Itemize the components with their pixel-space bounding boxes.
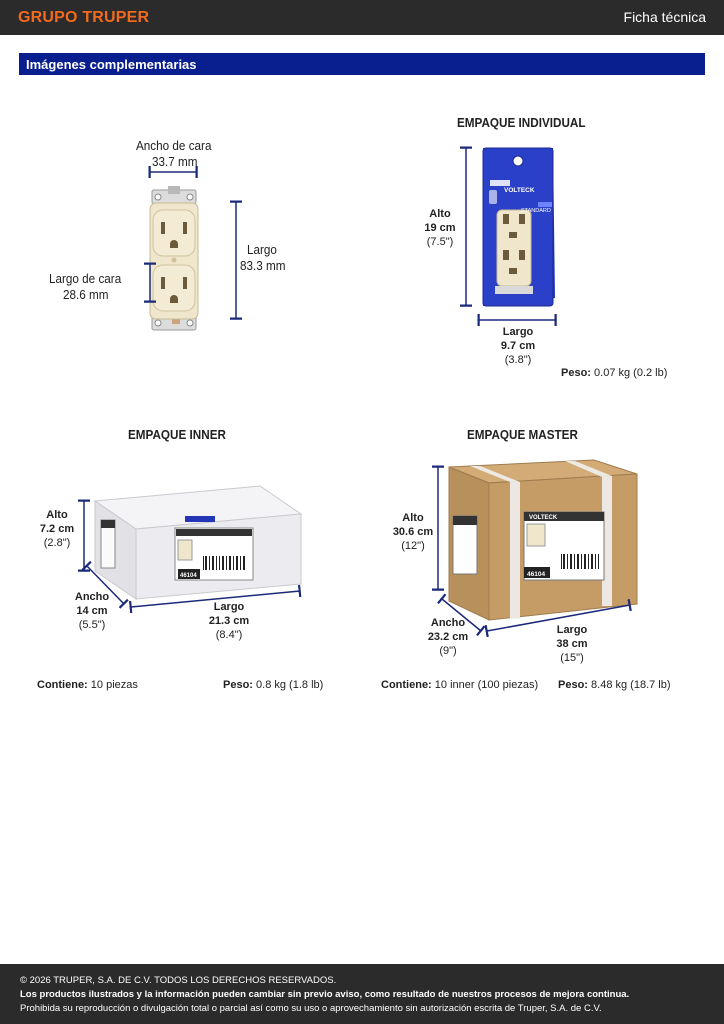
individual-height-label: Alto [429, 208, 451, 220]
individual-height-in: (7.5") [426, 236, 454, 248]
master-weight-value: 8.48 kg (18.7 lb) [591, 679, 671, 691]
master-contents: Contiene: 10 inner (100 piezas) [381, 679, 538, 691]
inner-length-in: (8.4") [215, 629, 243, 641]
master-height-in: (12") [401, 540, 425, 552]
inner-contents-value: 10 piezas [90, 679, 138, 691]
inner-height-in: (2.8") [43, 537, 71, 549]
inner-contents: Contiene: 10 piezas [37, 679, 138, 691]
duplex-outlet-image [149, 186, 199, 331]
master-length-cm: 38 cm [556, 638, 588, 650]
pack-brand-text: VOLTECK [504, 187, 535, 194]
master-box-image [448, 459, 638, 621]
master-length-in: (15") [560, 652, 584, 664]
inner-contents-label: Contiene: [37, 679, 88, 691]
inner-width-in: (5.5") [78, 619, 106, 631]
individual-package-title: EMPAQUE INDIVIDUAL [457, 115, 586, 130]
inner-box-image [93, 485, 303, 600]
section-header: Imágenes complementarias [19, 53, 705, 75]
master-height-dimension: Alto 30.6 cm (12") [392, 511, 434, 553]
master-length-label: Largo [556, 624, 588, 636]
face-width-label: Ancho de cara [136, 138, 212, 153]
individual-weight-label: Peso: [561, 367, 591, 379]
inner-width-label: Ancho [74, 591, 110, 603]
inner-package-title: EMPAQUE INNER [128, 427, 226, 442]
master-weight-label: Peso: [558, 679, 588, 691]
individual-package-image [482, 147, 555, 307]
section-title: Imágenes complementarias [26, 57, 197, 72]
inner-weight: Peso: 0.8 kg (1.8 lb) [223, 679, 323, 691]
pack-tag-text: STANDARD [521, 208, 551, 214]
master-box-brand: VOLTECK [529, 515, 558, 521]
footer-notice: Los productos ilustrados y la informació… [20, 989, 630, 1000]
inner-weight-value: 0.8 kg (1.8 lb) [256, 679, 324, 691]
length-value: 83.3 mm [240, 258, 286, 273]
face-length-label: Largo de cara [49, 271, 122, 286]
individual-height-cm: 19 cm [424, 222, 456, 234]
master-width-cm: 23.2 cm [427, 631, 469, 643]
inner-width-line [81, 560, 129, 609]
master-contents-value: 10 inner (100 piezas) [434, 679, 539, 691]
master-width-line [437, 593, 486, 637]
individual-weight-value: 0.07 kg (0.2 lb) [594, 367, 668, 379]
individual-length-in: (3.8") [504, 354, 532, 366]
face-length-value: 28.6 mm [63, 287, 109, 302]
master-contents-label: Contiene: [381, 679, 432, 691]
inner-length-dimension: Largo 21.3 cm (8.4") [206, 600, 252, 642]
master-length-line [484, 598, 632, 638]
individual-length-dimension: Largo 9.7 cm (3.8") [496, 325, 540, 367]
master-height-cm: 30.6 cm [392, 526, 434, 538]
individual-length-cm: 9.7 cm [500, 340, 536, 352]
inner-length-label: Largo [213, 601, 245, 613]
inner-length-line [128, 584, 302, 614]
inner-width-dimension: Ancho 14 cm (5.5") [72, 590, 112, 632]
individual-height-dimension: Alto 19 cm (7.5") [420, 207, 460, 249]
master-box-code: 46104 [527, 571, 545, 578]
master-height-label: Alto [402, 512, 424, 524]
master-width-label: Ancho [430, 617, 466, 629]
master-package-title: EMPAQUE MASTER [467, 427, 578, 442]
inner-height-label: Alto [46, 509, 68, 521]
inner-height-cm: 7.2 cm [39, 523, 75, 535]
inner-width-cm: 14 cm [76, 605, 108, 617]
inner-box-code: 46104 [180, 573, 197, 579]
individual-length-label: Largo [502, 326, 534, 338]
length-label: Largo [247, 242, 277, 257]
header-bar: GRUPO TRUPER Ficha técnica [0, 0, 724, 35]
master-weight: Peso: 8.48 kg (18.7 lb) [558, 679, 671, 691]
master-width-in: (9") [439, 645, 457, 657]
footer-legal: Prohibida su reproducción o divulgación … [20, 1003, 602, 1014]
document-title: Ficha técnica [623, 9, 706, 25]
face-width-value: 33.7 mm [152, 154, 198, 169]
footer-bar: © 2026 TRUPER, S.A. DE C.V. TODOS LOS DE… [0, 964, 724, 1024]
footer-copyright: © 2026 TRUPER, S.A. DE C.V. TODOS LOS DE… [20, 975, 337, 986]
inner-weight-label: Peso: [223, 679, 253, 691]
brand-logo: GRUPO TRUPER [18, 9, 150, 26]
inner-length-cm: 21.3 cm [208, 615, 250, 627]
individual-weight: Peso: 0.07 kg (0.2 lb) [561, 367, 667, 379]
master-length-dimension: Largo 38 cm (15") [551, 623, 593, 665]
inner-height-dimension: Alto 7.2 cm (2.8") [37, 508, 77, 550]
master-width-dimension: Ancho 23.2 cm (9") [427, 616, 469, 658]
